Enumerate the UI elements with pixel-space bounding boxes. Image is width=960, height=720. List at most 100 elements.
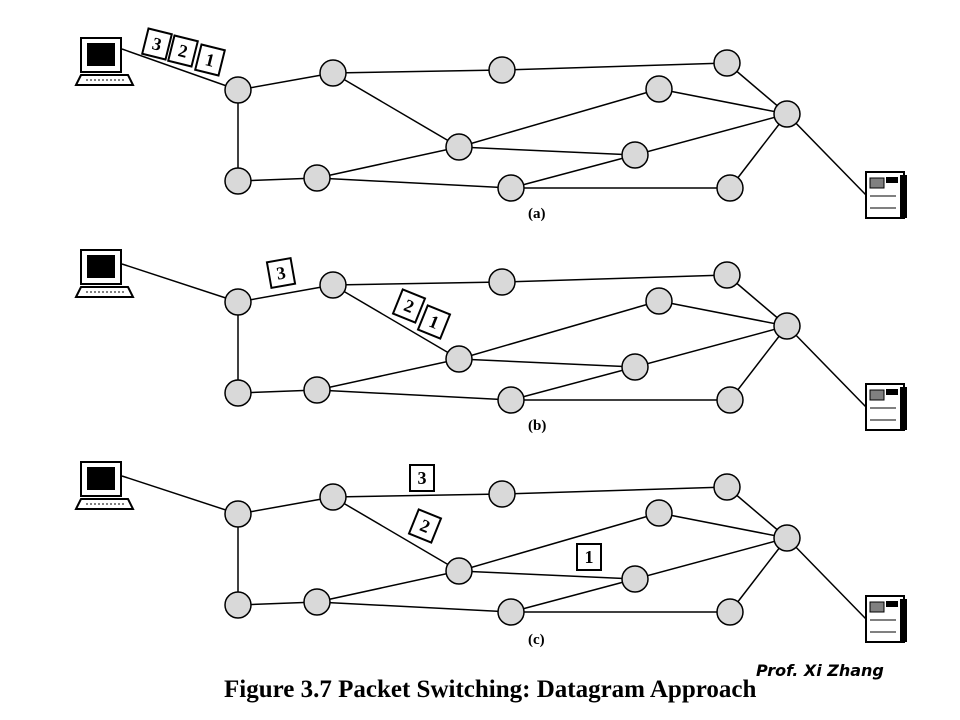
switch-node xyxy=(645,287,673,315)
switch-node xyxy=(488,480,516,508)
network-link xyxy=(510,366,636,401)
svg-text:3: 3 xyxy=(275,262,287,283)
switch-node xyxy=(303,588,331,616)
network-link xyxy=(237,72,334,91)
switch-node xyxy=(621,141,649,169)
switch-node xyxy=(713,261,741,289)
network-link xyxy=(237,284,334,303)
network-link xyxy=(658,512,788,539)
author-credit: Prof. Xi Zhang xyxy=(756,661,884,680)
switch-node xyxy=(621,565,649,593)
panel-label-b: (b) xyxy=(528,418,547,434)
source-access-link xyxy=(121,263,239,303)
network-link xyxy=(634,537,788,580)
network-link xyxy=(729,537,788,613)
switch-node xyxy=(716,174,744,202)
switch-node xyxy=(713,49,741,77)
switch-node xyxy=(445,133,473,161)
computer-terminal-icon xyxy=(74,461,135,510)
switch-node xyxy=(445,345,473,373)
packet-3: 3 xyxy=(409,464,435,492)
network-link xyxy=(458,512,660,572)
switch-node xyxy=(224,167,252,195)
panel-label-a: (a) xyxy=(528,206,546,222)
switch-node xyxy=(773,100,801,128)
network-link xyxy=(332,496,460,572)
network-link xyxy=(729,113,788,189)
network-link xyxy=(332,72,460,148)
network-link xyxy=(501,62,728,71)
destination-access-link xyxy=(786,325,867,408)
switch-node xyxy=(497,174,525,202)
source-access-link xyxy=(121,48,239,91)
network-link xyxy=(658,88,788,115)
network-panel-b: 3 21 xyxy=(74,249,907,431)
network-panel-c: 3 2 1 xyxy=(74,461,907,643)
packet-3: 3 xyxy=(265,256,297,290)
switch-node xyxy=(713,473,741,501)
computer-terminal-icon xyxy=(74,37,135,86)
switch-node xyxy=(224,288,252,316)
svg-text:1: 1 xyxy=(585,547,594,567)
switch-node xyxy=(445,557,473,585)
network-link xyxy=(316,601,512,613)
destination-access-link xyxy=(786,537,867,620)
packet-2: 2 xyxy=(407,508,443,544)
network-link xyxy=(316,146,460,179)
packet-1: 1 xyxy=(193,43,227,77)
switch-node xyxy=(497,386,525,414)
network-link xyxy=(316,389,512,401)
network-link xyxy=(510,578,636,613)
network-link xyxy=(332,493,503,498)
server-tower-icon xyxy=(865,383,907,431)
network-link xyxy=(237,496,334,515)
switch-node xyxy=(224,591,252,619)
switch-node xyxy=(488,56,516,84)
switch-node xyxy=(773,312,801,340)
network-link xyxy=(316,358,460,391)
switch-node xyxy=(224,76,252,104)
switch-node xyxy=(645,75,673,103)
network-link xyxy=(332,69,503,74)
network-link xyxy=(634,325,788,368)
packet-2: 2 xyxy=(391,288,427,324)
packet-1: 1 xyxy=(576,543,602,571)
server-tower-icon xyxy=(865,171,907,219)
computer-terminal-icon xyxy=(74,249,135,298)
figure-caption: Figure 3.7 Packet Switching: Datagram Ap… xyxy=(224,676,757,703)
network-link xyxy=(658,300,788,327)
network-link xyxy=(510,154,636,189)
network-link xyxy=(458,88,660,148)
switch-node xyxy=(497,598,525,626)
switch-node xyxy=(645,499,673,527)
switch-node xyxy=(621,353,649,381)
packet-3: 3 xyxy=(140,27,174,61)
packet-1: 1 xyxy=(416,304,452,340)
source-access-link xyxy=(121,475,239,515)
network-link xyxy=(332,284,460,360)
svg-text:3: 3 xyxy=(418,468,427,488)
network-link xyxy=(729,325,788,401)
network-link xyxy=(458,570,636,580)
switch-node xyxy=(488,268,516,296)
panel-label-c: (c) xyxy=(528,632,545,648)
network-link xyxy=(458,300,660,360)
server-tower-icon xyxy=(865,595,907,643)
switch-node xyxy=(224,500,252,528)
packet-2: 2 xyxy=(166,34,200,68)
switch-node xyxy=(716,386,744,414)
network-link xyxy=(458,358,636,368)
switch-node xyxy=(319,59,347,87)
switch-node xyxy=(716,598,744,626)
network-link xyxy=(332,281,503,286)
network-link xyxy=(458,146,636,156)
network-link xyxy=(316,177,512,189)
network-link xyxy=(634,113,788,156)
network-link xyxy=(501,486,728,495)
switch-node xyxy=(303,164,331,192)
destination-access-link xyxy=(786,113,867,196)
network-link xyxy=(316,570,460,603)
